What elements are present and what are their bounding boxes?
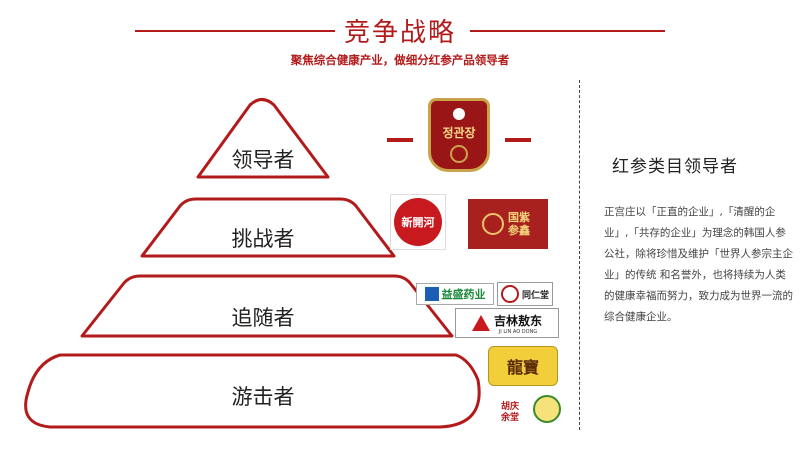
side-description: 正宫庄以「正直的企业」,「清醒的企业」,「共存的企业」为理念的韩国人参公社，除将…	[604, 206, 793, 323]
pyramid-tier-challenger	[140, 197, 396, 258]
side-heading: 红参类目领导者	[612, 157, 738, 177]
tier-label-leader: 领导者	[231, 148, 295, 172]
tier-label-follower: 追随者	[231, 306, 295, 330]
tongrentang-logo: 同仁堂	[497, 282, 553, 306]
longbao-logo: 龍寶	[488, 346, 558, 386]
title-divider-right	[470, 30, 665, 32]
xinkaihe-logo: 新開河	[390, 194, 446, 250]
yisheng-logo: 益盛药业	[416, 283, 494, 305]
title-divider-left	[135, 30, 335, 32]
header: 竞争战略	[0, 0, 800, 50]
tier-label-challenger: 挑战者	[231, 227, 295, 251]
page-title: 竞争战略	[343, 18, 456, 48]
jilin-aodong-logo: 吉林敖东 JI LIN AO DONG	[455, 308, 559, 338]
leader-dash-right	[505, 138, 531, 142]
section-divider	[579, 80, 580, 430]
jeonggwanjang-logo: 정관장	[428, 98, 490, 172]
guozi-shenxin-logo: 国紫参鑫	[468, 199, 548, 249]
pyramid-tier-guerrilla	[24, 353, 481, 429]
page-subtitle: 聚焦综合健康产业，做细分红参产品领导者	[290, 53, 510, 67]
leader-dash-left	[387, 138, 413, 142]
pyramid-tier-follower	[80, 274, 454, 338]
huqingyutang-logo: 胡庆余堂	[494, 394, 526, 432]
green-seal-logo	[533, 394, 561, 424]
tier-label-guerrilla: 游击者	[231, 385, 295, 409]
pyramid-tier-leader	[196, 98, 330, 179]
